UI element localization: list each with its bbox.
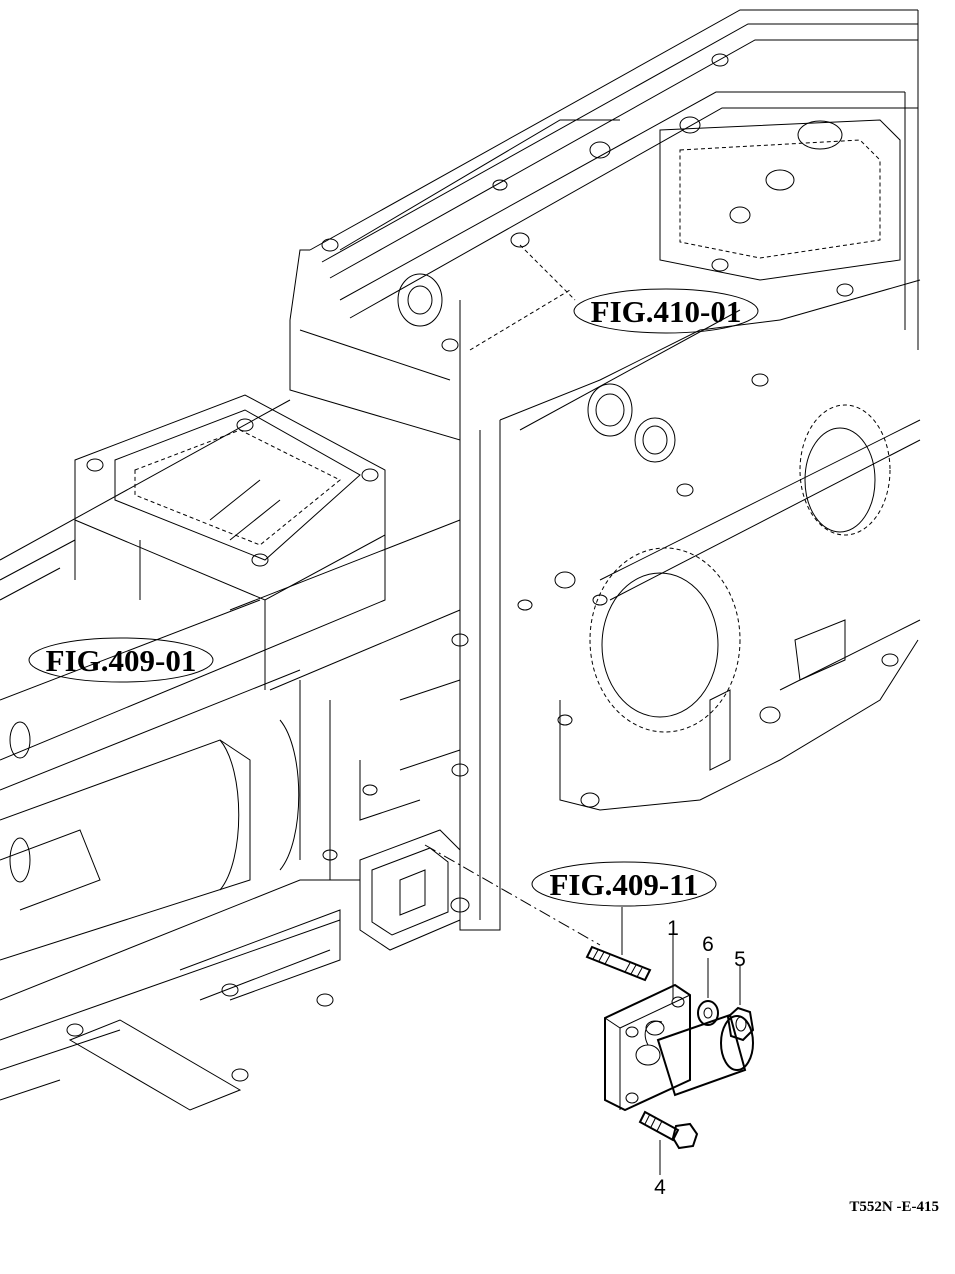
callout-part-1: 1 <box>667 917 679 940</box>
washer <box>697 1000 719 1026</box>
fig-ref-410-01[interactable]: FIG.410-01 <box>573 288 759 334</box>
callout-part-4: 4 <box>654 1176 666 1199</box>
fig-ref-409-11-label: FIG.409-11 <box>550 867 699 902</box>
fig-ref-409-11[interactable]: FIG.409-11 <box>531 861 717 907</box>
transmission-housing-outline <box>0 9 921 1111</box>
fig-ref-409-01-label: FIG.409-01 <box>46 643 197 678</box>
hex-nut <box>726 1006 755 1042</box>
callout-part-6: 6 <box>702 933 714 956</box>
leader-lines <box>424 244 741 1175</box>
fig-ref-410-01-label: FIG.410-01 <box>591 294 742 329</box>
callout-part-5: 5 <box>734 948 746 971</box>
fig-ref-409-01[interactable]: FIG.409-01 <box>28 637 214 683</box>
flange-plate <box>604 983 691 1112</box>
hex-bolt <box>638 1110 699 1150</box>
document-id: T552N -E-415 <box>849 1199 939 1215</box>
stud-bolt <box>585 945 652 982</box>
switch-cylinder <box>635 1013 754 1097</box>
